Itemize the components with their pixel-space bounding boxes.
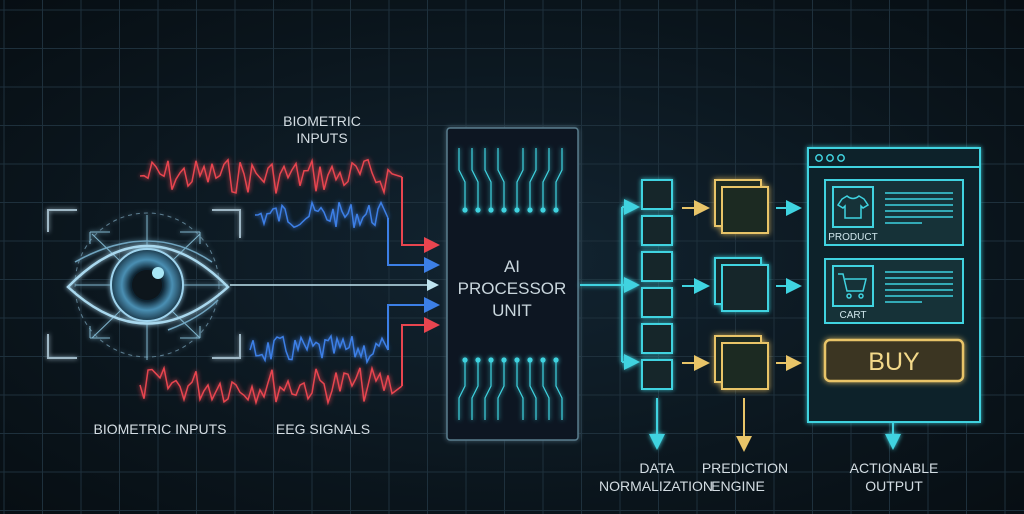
circuit-trace (497, 148, 505, 210)
circuit-node (462, 207, 468, 213)
label-biometric-top-1: BIOMETRIC (283, 113, 361, 129)
normalization-cell (641, 179, 673, 210)
circuit-node (475, 207, 481, 213)
prediction-model-1 (714, 179, 769, 234)
circuit-trace (458, 360, 466, 420)
circuit-trace (516, 360, 524, 420)
arrow-red-bottom (401, 317, 440, 386)
buy-button[interactable]: BUY (823, 338, 965, 383)
cart-icon (838, 273, 867, 299)
circuit-traces (458, 148, 563, 420)
processor-label-2: PROCESSOR (458, 279, 567, 298)
processor-label-3: UNIT (492, 301, 532, 320)
circuit-trace (471, 148, 479, 210)
circuit-trace (542, 360, 550, 420)
label-eeg-signals: EEG SIGNALS (276, 421, 370, 437)
prediction-engine-block (682, 179, 802, 452)
arrow-blue-bottom (387, 297, 440, 350)
label-data-1: DATA (639, 460, 675, 476)
circuit-trace (555, 148, 563, 210)
circuit-node (527, 357, 533, 363)
eeg-wave-top (254, 199, 389, 229)
circuit-trace (458, 148, 466, 210)
label-prediction-2: ENGINE (711, 478, 765, 494)
normalization-cell (641, 215, 673, 246)
label-actionable-1: ACTIONABLE (850, 460, 939, 476)
processor-label-1: AI (504, 257, 520, 276)
data-normalization-block (580, 179, 673, 450)
circuit-trace (471, 360, 479, 420)
label-actionable-2: OUTPUT (865, 478, 923, 494)
label-prediction-1: PREDICTION (702, 460, 788, 476)
circuit-trace (484, 148, 492, 210)
circuit-trace (497, 360, 505, 420)
circuit-trace (555, 360, 563, 420)
normalization-cell (641, 323, 673, 354)
circuit-node (540, 207, 546, 213)
circuit-node (514, 357, 520, 363)
prediction-model-3 (714, 335, 769, 390)
label-data-2: NORMALIZATION (599, 478, 713, 494)
circuit-node (540, 357, 546, 363)
circuit-trace (484, 360, 492, 420)
circuit-node (501, 207, 507, 213)
circuit-node (527, 207, 533, 213)
normalization-cell (641, 251, 673, 282)
label-biometric-bottom: BIOMETRIC INPUTS (93, 421, 226, 437)
prediction-model-2 (714, 257, 769, 312)
actionable-output-window: PRODUCT CART BUY (807, 147, 981, 450)
normalization-cell (641, 287, 673, 318)
eye-scanner-icon (47, 209, 241, 360)
circuit-node (553, 357, 559, 363)
circuit-trace (516, 148, 524, 210)
biometric-wave-top (139, 158, 403, 196)
circuit-node (462, 357, 468, 363)
circuit-node (475, 357, 481, 363)
circuit-node (488, 207, 494, 213)
circuit-node (514, 207, 520, 213)
product-label: PRODUCT (828, 232, 877, 243)
label-biometric-top-2: INPUTS (296, 130, 347, 146)
circuit-trace (542, 148, 550, 210)
normalization-cell (641, 359, 673, 390)
circuit-node (553, 207, 559, 213)
ai-processor-unit: AI PROCESSOR UNIT (446, 127, 579, 441)
arrow-red-top (401, 177, 440, 253)
tshirt-icon (836, 195, 870, 219)
circuit-node (501, 357, 507, 363)
eeg-wave-bottom (249, 333, 389, 365)
biometric-wave-bottom (139, 365, 403, 406)
arrow-blue-top (387, 218, 440, 273)
cart-label: CART (839, 310, 866, 321)
circuit-trace (529, 148, 537, 210)
circuit-node (488, 357, 494, 363)
circuit-trace (529, 360, 537, 420)
buy-button-label: BUY (868, 348, 920, 376)
